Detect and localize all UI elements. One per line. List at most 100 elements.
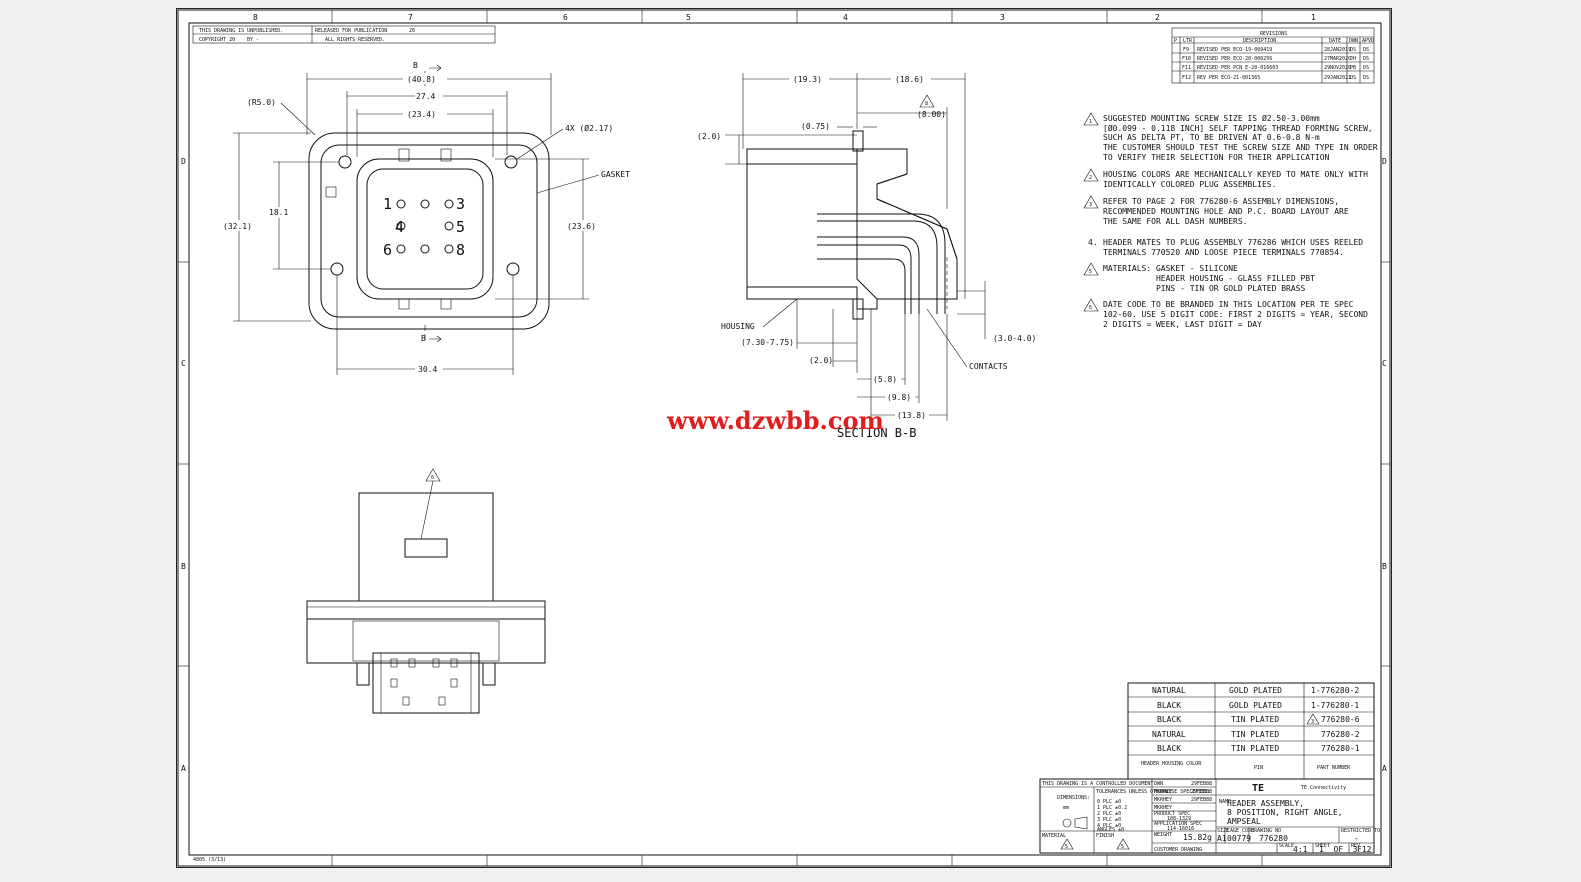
- revisions-title: REVISIONS: [1260, 31, 1287, 37]
- flange-strip: [306, 600, 546, 620]
- rev-header-desc: DESCRIPTION: [1243, 38, 1276, 44]
- projection-symbol-icon: [1074, 816, 1088, 830]
- section-arrow-icon: [429, 64, 442, 72]
- rev-header-ltr: LTR: [1183, 38, 1193, 44]
- zone-side-right-b: B: [1382, 562, 1387, 571]
- dim-section-8: (8.00): [917, 110, 946, 119]
- mounting-hole-icon: [504, 155, 518, 169]
- note-flag-icon: [1060, 838, 1074, 850]
- note-number: 1: [1089, 119, 1092, 125]
- zone-side-left-c: C: [181, 359, 186, 368]
- note-line: [Ø0.099 - 0.118 INCH] SELF TAPPING THREA…: [1103, 123, 1373, 133]
- sheet-value: 1 OF 3: [1319, 845, 1358, 854]
- parts-number: 776280-2: [1321, 730, 1360, 739]
- dim-height-18: 18.1: [269, 208, 288, 217]
- note-line: TO VERIFY THEIR SELECTION FOR THEIR APPL…: [1103, 153, 1330, 162]
- pin-icon: [420, 199, 430, 209]
- application-spec-value: 114-16016: [1167, 826, 1194, 832]
- dims-unit: mm: [1063, 805, 1069, 811]
- note-line: RECOMMENDED MOUNTING HOLE AND P.C. BOARD…: [1103, 207, 1349, 216]
- tol-row: 0 PLC ±0: [1097, 799, 1121, 805]
- zone-top-1: 1: [1311, 13, 1316, 22]
- zone-top-3: 3: [1000, 13, 1005, 22]
- contact-pin: [817, 220, 938, 314]
- copyright-text: COPYRIGHT 20: [199, 37, 235, 43]
- bottom-flag-number: 6: [431, 475, 434, 481]
- bottom-view: 6: [306, 468, 546, 714]
- dim-section-2-top: (2.0): [697, 132, 721, 141]
- rev-row-dwn: JH: [1350, 56, 1356, 62]
- note-line: DATE CODE TO BE BRANDED IN THIS LOCATION…: [1103, 300, 1354, 309]
- parts-color: NATURAL: [1152, 686, 1186, 695]
- dwn-date: 29FEB88: [1191, 781, 1212, 787]
- note-line: THE CUSTOMER SHOULD TEST THE SCREW SIZE …: [1103, 143, 1378, 152]
- key-rib-icon: [440, 148, 452, 162]
- rev-header-date: DATE: [1329, 38, 1341, 44]
- contacts-label: CONTACTS: [969, 362, 1008, 371]
- zone-top-7: 7: [408, 13, 413, 22]
- drawing-no-label: DRAWING NO: [1251, 828, 1281, 834]
- section-marker-top: B: [413, 61, 418, 70]
- chk-date: 29FEB88: [1191, 789, 1212, 795]
- rev-row-ltr: F12: [1182, 75, 1191, 81]
- rev-row-apvd: DS: [1363, 47, 1369, 53]
- note-flag-icon: [1116, 838, 1130, 850]
- rev-row-desc: REVISED PER PCN E-20-016603: [1197, 65, 1278, 71]
- controlled-text: THIS DRAWING IS A CONTROLLED DOCUMENT.: [1042, 781, 1156, 787]
- dim-width-23: (23.4): [407, 110, 436, 119]
- mounting-hole-icon: [338, 155, 352, 169]
- note-flag-icon: [919, 94, 935, 108]
- key-rib-icon: [398, 298, 410, 310]
- key-rib-icon: [440, 298, 452, 310]
- dim-section-075: (0.75): [801, 122, 830, 131]
- dims-label: DIMENSIONS:: [1057, 795, 1090, 801]
- rev-header-apvd: APVD: [1362, 38, 1374, 44]
- outer-frame: [177, 9, 1391, 867]
- pin-number: 8: [456, 241, 465, 259]
- contact-pin: [817, 236, 920, 314]
- restricted-value: -: [1354, 834, 1359, 843]
- parts-number: 776280-6: [1321, 715, 1360, 724]
- weight-label: WEIGHT: [1154, 832, 1172, 838]
- finish-flag-number: 5: [1121, 844, 1124, 850]
- note-flag-icon: [1083, 168, 1099, 182]
- rev-row-date: 29NOV2020: [1324, 65, 1351, 71]
- header-body: [358, 492, 494, 602]
- housing-label: HOUSING: [721, 322, 755, 331]
- parts-number: 1-776280-2: [1311, 686, 1359, 695]
- date-code-area: [404, 538, 448, 558]
- flange-body: [306, 618, 546, 664]
- zone-top-5: 5: [686, 13, 691, 22]
- rev-row-ltr: F11: [1182, 65, 1191, 71]
- pin-icon: [402, 696, 410, 706]
- parts-header-color: HEADER HOUSING COLOR: [1141, 761, 1202, 767]
- rev-row-ltr: F10: [1182, 56, 1191, 62]
- plug-cavity-outer: [356, 158, 494, 300]
- zone-labels: 8 7 6 5 4 3 2 1 D C B A D C B A: [181, 13, 1387, 773]
- note-number: 2: [1089, 175, 1092, 181]
- note-line: HOUSING COLORS ARE MECHANICALLY KEYED TO…: [1103, 170, 1368, 179]
- zone-top-4: 4: [843, 13, 848, 22]
- dim-radius: (R5.0): [247, 98, 276, 107]
- dim-section-58: (5.8): [873, 375, 897, 384]
- pin-number: 4: [395, 218, 404, 236]
- rev-row-desc: REVISED PER ECO-19-009419: [1197, 47, 1272, 53]
- customer-drawing: CUSTOMER DRAWING: [1154, 847, 1202, 853]
- zone-ticks: [178, 10, 1390, 866]
- tolerances-text: TOLERANCES UNLESS OTHERWISE SPECIFIED:: [1096, 789, 1210, 795]
- pin-icon: [408, 658, 416, 668]
- note-flag-icon: [1083, 112, 1099, 126]
- note-number: 4.: [1088, 238, 1098, 247]
- tol-row: ANGLES ±0: [1097, 827, 1124, 833]
- sheet-label: SHEET: [1315, 843, 1330, 849]
- note-flag-icon: [1083, 262, 1099, 276]
- te-logo: TE: [1252, 783, 1264, 794]
- contact-pin: [817, 244, 912, 314]
- pin-icon: [450, 678, 458, 688]
- dim-overall-width: (40.8): [407, 75, 436, 84]
- dim-section-730: (7.30-7.75): [741, 338, 794, 347]
- scale-value: 4:1: [1293, 845, 1308, 854]
- mounting-hole-icon: [506, 262, 520, 276]
- parts-number: 776280-1: [1321, 744, 1360, 753]
- pin-icon: [396, 221, 406, 231]
